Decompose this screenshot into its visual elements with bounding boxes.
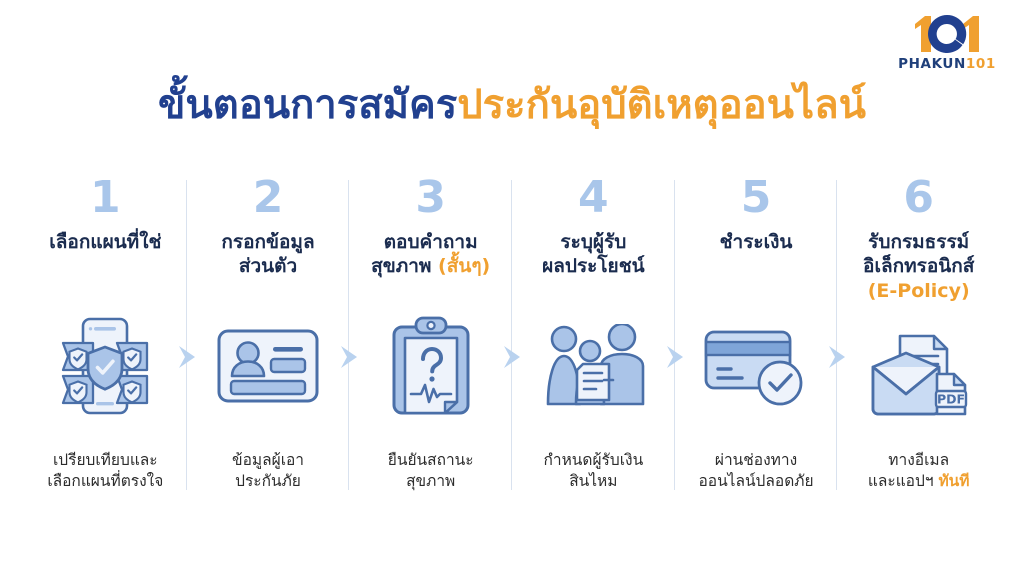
logo-wordmark: PHAKUN101: [892, 56, 1002, 72]
chevron-right-icon: [178, 346, 195, 368]
step-number: 1: [90, 172, 121, 223]
step-title-line2-highlight: (สั้นๆ): [438, 255, 491, 278]
step-title-line1: ชำระเงิน: [719, 231, 793, 253]
svg-text:PDF: PDF: [937, 392, 965, 407]
chevron-right-icon: [829, 346, 846, 368]
step-title-line2: ส่วนตัว: [238, 255, 298, 278]
steps-container: 1 เลือกแผนที่ใช่: [24, 176, 1000, 496]
step-divider: [348, 180, 350, 490]
step-icon-wrap: [30, 284, 181, 448]
step-caption-line2: ประกันภัย: [235, 471, 301, 490]
page-title-part-orange: ประกันอุบัติเหตุออนไลน์: [457, 82, 866, 128]
step-4: 4 ระบุผู้รับ ผลประโยชน์: [512, 172, 683, 496]
page-title: ขั้นตอนการสมัครประกันอุบัติเหตุออนไลน์: [0, 82, 1024, 128]
step-3: 3 ตอบคำถาม สุขภาพ (สั้นๆ) ยืนยันสถา: [349, 172, 521, 496]
step-number: 5: [740, 172, 772, 223]
chevron-right-icon: [341, 346, 358, 368]
step-caption-line1: ผ่านช่องทาง: [714, 451, 798, 469]
step-title-line1: กรอกข้อมูล: [221, 231, 315, 253]
step-number: 4: [578, 172, 609, 223]
step-caption-line2: สุขภาพ: [406, 471, 456, 490]
step-divider: [511, 180, 513, 490]
chevron-right-icon: [504, 346, 521, 368]
logo-101-mark: [915, 14, 979, 54]
step-number: 2: [252, 172, 284, 223]
step-number: 6: [903, 172, 934, 223]
step-icon-wrap: [681, 284, 832, 448]
step-caption-line1: ข้อมูลผู้เอา: [232, 451, 305, 469]
step-title: รับกรมธรรม์ อิเล็กทรอนิกส์ (E-Policy): [863, 230, 974, 303]
step-caption: ข้อมูลผู้เอา ประกันภัย: [232, 448, 304, 496]
step-5: 5 ชำระเงิน ผ่านช่องทาง ออนไลน์ปลอดภัย: [675, 172, 846, 496]
logo-word-primary: PHAKUN: [898, 56, 966, 72]
step-title: ตอบคำถาม สุขภาพ (สั้นๆ): [371, 230, 490, 284]
step-caption-highlight: ทันที: [938, 471, 970, 490]
step-caption-line1: ยืนยันสถานะ: [387, 451, 474, 469]
step-caption: ยืนยันสถานะ สุขภาพ: [388, 448, 474, 496]
step-title: ระบุผู้รับ ผลประโยชน์: [542, 230, 644, 284]
step-title-line1: ตอบคำถาม: [383, 231, 478, 253]
step-title-line1: เลือกแผนที่ใช่: [49, 231, 162, 253]
step-title-line2: สุขภาพ (สั้นๆ): [371, 254, 490, 278]
chevron-right-icon: [666, 346, 683, 368]
page-title-part-blue: ขั้นตอนการสมัคร: [158, 82, 458, 128]
step-6: 6 รับกรมธรรม์ อิเล็กทรอนิกส์ (E-Policy): [837, 176, 1000, 496]
family-document-icon: [547, 324, 645, 406]
step-title: เลือกแผนที่ใช่: [49, 230, 161, 284]
step-caption-line2: เลือกแผนที่ตรงใจ: [47, 471, 164, 490]
step-title-line2: ผลประโยชน์: [542, 255, 645, 278]
step-1: 1 เลือกแผนที่ใช่: [24, 172, 195, 496]
step-icon-wrap: [193, 284, 344, 448]
step-divider: [673, 180, 675, 490]
step-caption: กำหนดผู้รับเงิน สินไหม: [544, 448, 644, 496]
step-title: กรอกข้อมูล ส่วนตัว: [221, 230, 314, 284]
email-pdf-icon: PDF: [871, 335, 967, 416]
step-caption-line2: และแอปฯ ทันที: [868, 471, 970, 492]
id-card-icon: [217, 329, 319, 403]
step-caption: เปรียบเทียบและ เลือกแผนที่ตรงใจ: [47, 448, 163, 496]
step-caption-line1: ทางอีเมล: [888, 451, 950, 469]
step-icon-wrap: [518, 284, 669, 448]
step-divider: [836, 180, 838, 490]
step-caption-line2: ออนไลน์ปลอดภัย: [698, 471, 814, 490]
step-divider: [185, 180, 187, 490]
phone-shields-icon: [62, 317, 149, 415]
logo-word-accent: 101: [965, 56, 996, 72]
step-title-line3: (E-Policy): [867, 279, 970, 302]
credit-card-check-icon: [704, 330, 803, 406]
step-caption: ผ่านช่องทาง ออนไลน์ปลอดภัย: [698, 448, 813, 496]
step-title-line2-text: สุขภาพ: [371, 255, 439, 278]
step-number: 3: [415, 172, 446, 223]
step-title-line2: อิเล็กทรอนิกส์: [863, 255, 975, 278]
step-caption-line1: เปรียบเทียบและ: [53, 451, 158, 469]
step-caption: ทางอีเมล และแอปฯ ทันที: [868, 448, 970, 496]
clipboard-question-icon: [392, 316, 470, 415]
step-title-line1: ระบุผู้รับ: [560, 231, 627, 253]
step-icon-wrap: [355, 284, 506, 448]
step-caption-line2-text: และแอปฯ: [867, 471, 939, 490]
step-title: ชำระเงิน: [720, 230, 793, 284]
step-caption-line1: กำหนดผู้รับเงิน: [543, 451, 644, 469]
step-icon-wrap: PDF: [843, 303, 994, 448]
step-caption-line2: สินไหม: [569, 471, 618, 490]
step-2: 2 กรอกข้อมูล ส่วนตัว ข้อมูลผู้เอา ประกัน…: [187, 172, 358, 496]
step-title-line1: รับกรมธรรม์: [868, 231, 970, 253]
brand-logo: PHAKUN101: [892, 12, 1002, 72]
